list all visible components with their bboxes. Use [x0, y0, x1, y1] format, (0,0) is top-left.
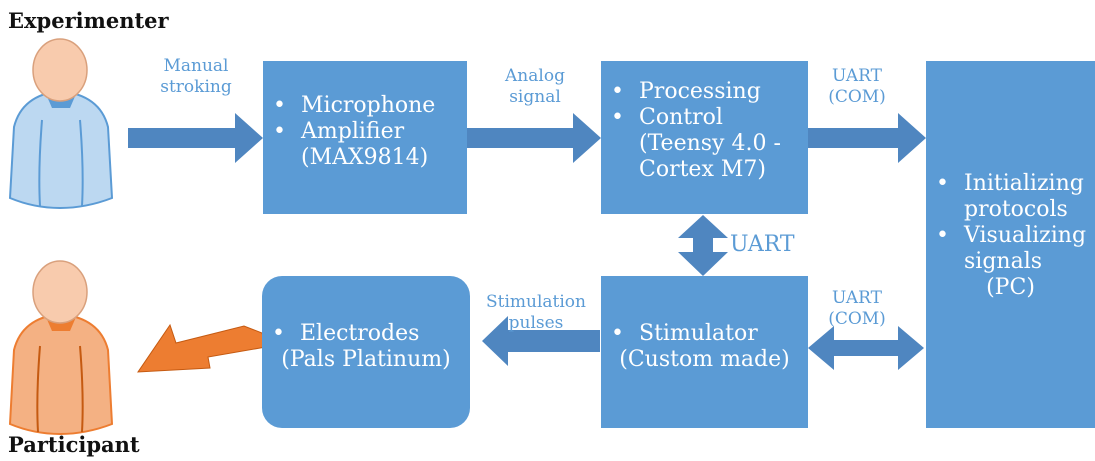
uart-vertical-label: UART: [730, 232, 795, 257]
amplifier-block: Microphone Amplifier (MAX9814): [263, 61, 467, 214]
processor-model: Cortex M7): [639, 157, 766, 182]
stimulator-item: Stimulator: [601, 321, 808, 347]
arrow-analog-signal: [467, 113, 601, 163]
arrow-uart-vertical: [678, 215, 728, 276]
uart-com-top-label: UART(COM): [828, 66, 886, 107]
stimulator-block: Stimulator (Custom made): [601, 276, 808, 428]
arrow-shock-to-participant: [137, 323, 267, 373]
arrow-uart-com-top: [808, 113, 926, 163]
amplifier-item: Amplifier: [263, 119, 467, 145]
experimenter-label: Experimenter: [8, 8, 169, 33]
experimenter-icon: [8, 38, 114, 210]
pc-block: Initializing protocols Visualizing signa…: [926, 61, 1095, 428]
processor-model: (Teensy 4.0 -: [639, 131, 781, 156]
participant-icon: [8, 260, 114, 436]
processor-item: Control: [601, 105, 808, 131]
uart-com-bottom-label: UART(COM): [828, 288, 886, 329]
pc-item: Visualizing signals: [926, 223, 1095, 275]
processor-item: Processing: [601, 79, 808, 105]
electrodes-item: Electrodes: [262, 321, 470, 347]
processor-block: Processing Control (Teensy 4.0 - Cortex …: [601, 61, 808, 214]
electrodes-model: (Pals Platinum): [281, 347, 451, 372]
pc-model: (PC): [986, 275, 1035, 300]
arrow-uart-com-bottom: [808, 326, 924, 370]
pc-item: Initializing protocols: [926, 171, 1095, 223]
stimulator-model: (Custom made): [619, 347, 790, 372]
arrow-manual-stroking: [128, 113, 263, 163]
electrodes-block: Electrodes (Pals Platinum): [262, 276, 470, 428]
participant-label: Participant: [8, 432, 140, 457]
arrow-stimulation-pulses: [482, 316, 600, 366]
amplifier-item: Microphone: [263, 93, 467, 119]
amplifier-model: (MAX9814): [301, 145, 429, 170]
